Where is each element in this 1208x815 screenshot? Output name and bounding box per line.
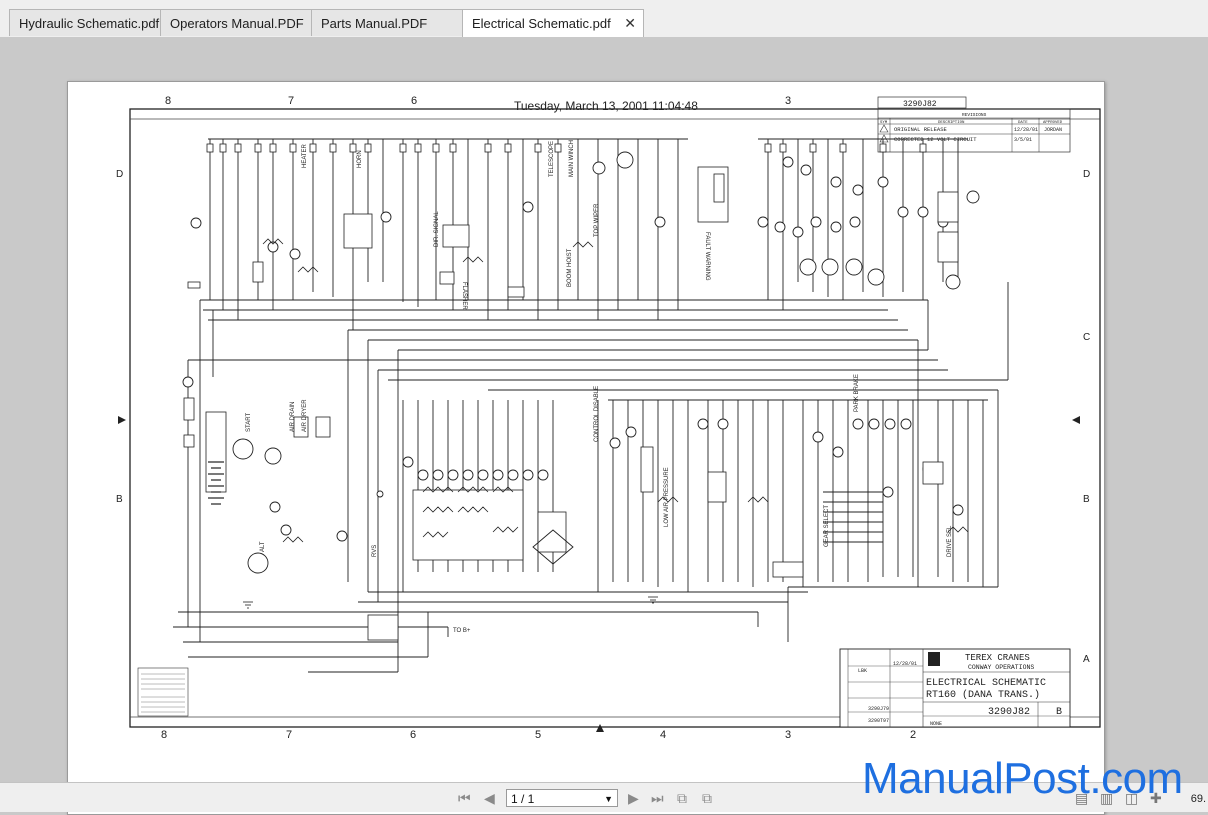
drawing-subtitle: RT160 (DANA TRANS.) — [926, 689, 1040, 701]
svg-text:JORDAN: JORDAN — [1044, 127, 1062, 133]
company-division: CONWAY OPERATIONS — [968, 664, 1034, 671]
two-page-view-icon[interactable]: ◫ — [1125, 790, 1139, 806]
label-air-dryer: AIR DRYER — [302, 399, 308, 432]
drawing-scale: NONE — [930, 721, 942, 727]
revisions-table: REVISIONS SYM DESCRIPTION DATE APPROVED … — [877, 108, 1071, 153]
next-page-icon[interactable]: ▶ — [628, 790, 639, 806]
border-row-label: B — [1083, 494, 1090, 505]
label-heater: HEATER — [302, 143, 308, 168]
border-column-label: 8 — [161, 729, 167, 741]
border-column-label: 7 — [288, 95, 294, 107]
border-column-label: 8 — [165, 95, 171, 107]
border-column-label: 4 — [660, 729, 666, 741]
svg-text:DESCRIPTION: DESCRIPTION — [938, 121, 965, 125]
zoom-level: 69. — [1190, 793, 1206, 805]
drawn-by: LBK — [858, 668, 867, 674]
label-park-brake: PARK BRAKE — [854, 374, 860, 412]
label-top-wiper: TOP WIPER — [594, 203, 600, 237]
svg-text:DATE: DATE — [1018, 121, 1028, 125]
label-batt-plus: TO B+ — [453, 628, 471, 634]
svg-text:B: B — [116, 494, 123, 505]
chevron-down-icon: ▼ — [604, 794, 613, 804]
label-reverse: RVS — [372, 545, 378, 557]
border-column-label: 6 — [410, 729, 416, 741]
single-page-view-icon[interactable]: ▤ — [1075, 790, 1089, 806]
svg-text:REVISIONS: REVISIONS — [962, 112, 987, 118]
border-column-label: 3 — [785, 729, 791, 741]
document-viewer[interactable]: Tuesday, March 13, 2001 11:04:48 8 7 6 3… — [0, 37, 1208, 815]
label-telescope: TELESCOPE — [549, 141, 555, 177]
watermark: ManualPost.com — [862, 754, 1183, 803]
label-horn: HORN — [357, 150, 363, 168]
model-number: 3290J79 — [868, 706, 889, 712]
tab-electrical-schematic[interactable]: Electrical Schematic.pdf ✕ — [462, 9, 644, 37]
border-column-label: 3 — [785, 95, 791, 107]
drawing-number-top: 3290J82 — [903, 100, 937, 109]
label-low-air-pressure: LOW AIR PRESSURE — [664, 467, 670, 527]
tab-label: Hydraulic Schematic.pdf — [19, 16, 160, 31]
close-icon[interactable]: ✕ — [624, 15, 636, 31]
prev-page-icon[interactable]: ◀ — [484, 790, 495, 806]
zoom-in-icon[interactable]: ✚ — [1150, 790, 1162, 806]
label-start: START — [246, 413, 252, 432]
svg-text:ORIGINAL RELEASE: ORIGINAL RELEASE — [894, 126, 948, 133]
label-flasher: FLASHER — [461, 282, 467, 310]
border-column-label: 7 — [286, 729, 292, 741]
border-row-label: C — [1083, 332, 1090, 343]
svg-text:12/28/01: 12/28/01 — [1014, 127, 1038, 133]
tab-bar: Hydraulic Schematic.pdf Operators Manual… — [0, 0, 1208, 38]
drawing-number: 3290J82 — [988, 707, 1030, 718]
electrical-schematic-drawing: 8 7 6 3 8 7 6 5 4 3 2 D C B A D B 3290J8… — [116, 95, 1101, 741]
border-column-label: 5 — [535, 729, 541, 741]
label-air-drain: AIR DRAIN — [290, 402, 296, 432]
svg-text:D: D — [116, 169, 123, 180]
next-assembly: 3290T97 — [868, 718, 889, 724]
label-dir-signal: DIR. SIGNAL — [434, 211, 440, 247]
tab-label: Operators Manual.PDF — [170, 16, 304, 31]
border-row-label: A — [1083, 654, 1090, 665]
title-block: TEREX CRANES CONWAY OPERATIONS ELECTRICA… — [839, 648, 1071, 728]
drawing-title: ELECTRICAL SCHEMATIC — [926, 678, 1046, 689]
last-page-icon[interactable]: ⏭ — [651, 790, 664, 806]
svg-text:3/5/01: 3/5/01 — [1014, 137, 1032, 143]
first-page-icon[interactable]: ⏮ — [458, 790, 471, 806]
border-row-label: D — [1083, 169, 1090, 180]
label-boom-hoist: BOOM HOIST — [567, 248, 573, 287]
border-column-label: 6 — [411, 95, 417, 107]
label-control-disable: CONTROL DISABLE — [594, 386, 600, 442]
svg-text:CORRECTED 12 VOLT CIRCUIT: CORRECTED 12 VOLT CIRCUIT — [894, 136, 977, 143]
tab-operators-manual[interactable]: Operators Manual.PDF — [160, 9, 312, 36]
label-drive-sel: DRIVE SEL — [947, 525, 953, 557]
tab-label: Electrical Schematic.pdf — [472, 16, 611, 31]
svg-text:SYM: SYM — [880, 121, 888, 125]
continuous-view-icon[interactable]: ▥ — [1100, 790, 1114, 806]
pdf-page: Tuesday, March 13, 2001 11:04:48 8 7 6 3… — [67, 81, 1105, 815]
svg-text:APPROVED: APPROVED — [1043, 121, 1063, 125]
page-selector[interactable]: 1 / 1 ▼ — [506, 789, 618, 807]
border-column-label: 2 — [910, 729, 916, 741]
company-name: TEREX CRANES — [965, 653, 1030, 663]
rotate-left-icon[interactable]: ⧉ — [677, 790, 687, 806]
page-navigation-bar: ⏮ ◀ 1 / 1 ▼ ▶ ⏭ ⧉ ⧉ ▤ ▥ ◫ ✚ 69. — [0, 782, 1208, 812]
tab-parts-manual[interactable]: Parts Manual.PDF — [311, 9, 463, 36]
drawing-revision: B — [1056, 707, 1062, 718]
label-alternator: ALT — [260, 541, 266, 552]
drawn-date: 12/28/01 — [893, 661, 917, 667]
label-fault-warning: FAULT WARNING — [704, 232, 710, 281]
page-indicator: 1 / 1 — [511, 792, 535, 806]
label-main-winch: MAIN WINCH — [569, 140, 575, 177]
tab-hydraulic-schematic[interactable]: Hydraulic Schematic.pdf — [9, 9, 161, 36]
label-gear-select: GEAR SELECT — [824, 505, 830, 547]
tab-label: Parts Manual.PDF — [321, 16, 428, 31]
rotate-right-icon[interactable]: ⧉ — [702, 790, 712, 806]
